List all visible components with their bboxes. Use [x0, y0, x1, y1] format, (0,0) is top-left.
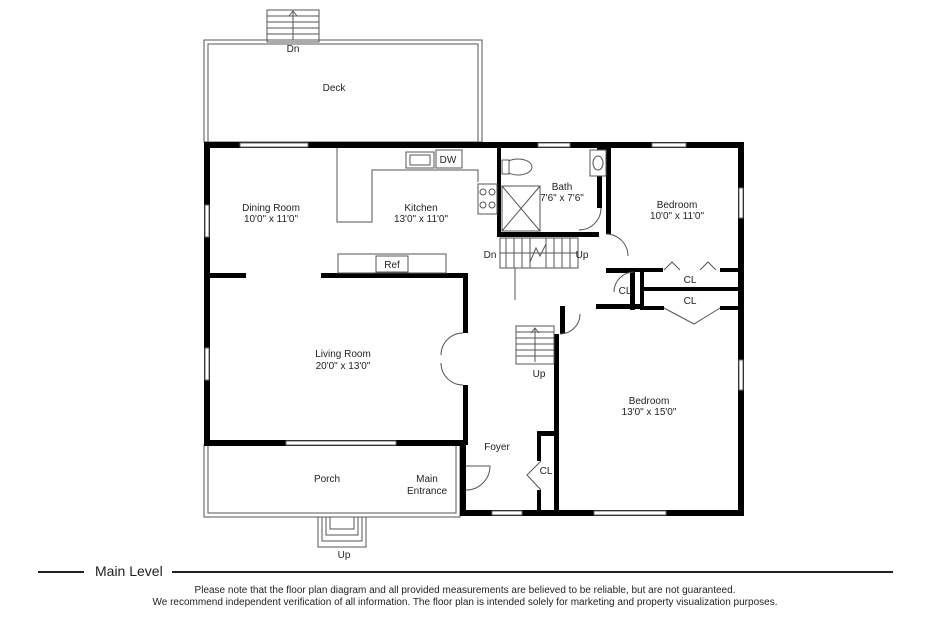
doors	[440, 207, 721, 491]
deck-label: Deck	[323, 83, 347, 94]
bath-size: 7'6" x 7'6"	[540, 193, 584, 204]
footer-rule-left	[38, 571, 84, 573]
bedroom-2-size: 13'0" x 15'0"	[622, 407, 677, 418]
dining-room-size: 10'0" x 11'0"	[244, 214, 299, 225]
windows	[204, 142, 744, 516]
closet-4-label: CL	[540, 466, 553, 477]
main-entrance-line-1: Main	[416, 474, 438, 485]
kitchen-fixtures	[336, 148, 498, 274]
deck-stairs-label: Dn	[287, 44, 300, 55]
bath-fixtures	[501, 149, 607, 232]
bedroom-2-name: Bedroom	[629, 396, 670, 407]
dishwasher-label: DW	[440, 155, 457, 166]
disclaimer-line-2: We recommend independent verification of…	[152, 597, 778, 608]
interior-walls	[204, 148, 744, 516]
disclaimer-line-1: Please note that the floor plan diagram …	[194, 585, 736, 596]
porch-stairs-label: Up	[338, 550, 351, 561]
stairs-lower	[515, 325, 555, 365]
porch-label: Porch	[314, 474, 340, 485]
footer-rule-right	[172, 571, 893, 573]
bedroom-1-size: 10'0" x 11'0"	[650, 211, 705, 222]
stairs-up-lower-label: Up	[533, 369, 546, 380]
kitchen-name: Kitchen	[404, 203, 437, 214]
deck	[203, 9, 483, 143]
main-entrance-line-2: Entrance	[407, 486, 447, 497]
exterior-walls	[204, 142, 744, 516]
bath-name: Bath	[552, 182, 573, 193]
closet-3-label: CL	[684, 296, 697, 307]
dining-room-name: Dining Room	[242, 203, 300, 214]
level-title: Main Level	[95, 563, 163, 579]
stairs-up-upper-label: Up	[576, 250, 589, 261]
refrigerator-label: Ref	[384, 260, 400, 271]
living-room-name: Living Room	[315, 349, 371, 360]
bedroom-1-name: Bedroom	[657, 200, 698, 211]
stairs-upper	[499, 237, 579, 300]
living-room-size: 20'0" x 13'0"	[316, 361, 371, 372]
stairs-dn-label: Dn	[484, 250, 497, 261]
foyer-label: Foyer	[484, 442, 510, 453]
porch-stairs	[317, 516, 367, 548]
room-labels: Dn Deck Dining Room 10'0" x 11'0" Kitche…	[242, 44, 704, 561]
closet-1-label: CL	[684, 275, 697, 286]
closet-2-label: CL	[619, 286, 632, 297]
kitchen-size: 13'0" x 11'0"	[394, 214, 449, 225]
deck-stairs	[266, 9, 320, 43]
